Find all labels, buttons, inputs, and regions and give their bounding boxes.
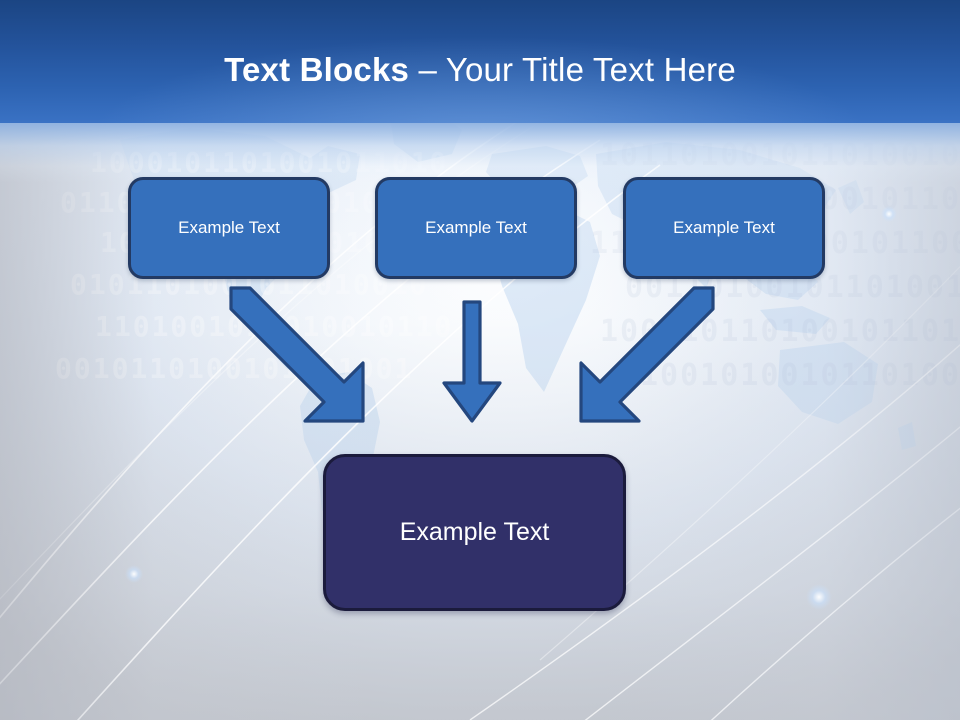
page-title-strong: Text Blocks [224, 51, 419, 88]
page-title: Text Blocks – Your Title Text Here [0, 50, 960, 90]
light-spark [125, 565, 143, 583]
text-block-1[interactable]: Example Text [128, 177, 330, 279]
page-title-light: Your Title Text Here [445, 51, 736, 88]
text-block-3[interactable]: Example Text [623, 177, 825, 279]
page-title-separator: – [418, 51, 446, 88]
light-spark [881, 206, 897, 222]
text-block-1-label: Example Text [178, 218, 280, 237]
text-block-2-label: Example Text [425, 218, 527, 237]
text-block-2[interactable]: Example Text [375, 177, 577, 279]
title-banner [0, 0, 960, 123]
text-block-result-label: Example Text [399, 518, 550, 546]
text-block-3-label: Example Text [673, 218, 775, 237]
arrow-center-vertical [442, 300, 502, 423]
light-spark [806, 584, 832, 610]
banner-glow [0, 0, 960, 123]
banner-fade [0, 123, 960, 183]
arrow-right-diagonal [579, 286, 715, 423]
arrow-left-diagonal [229, 286, 365, 423]
text-block-result[interactable]: Example Text [323, 454, 626, 611]
